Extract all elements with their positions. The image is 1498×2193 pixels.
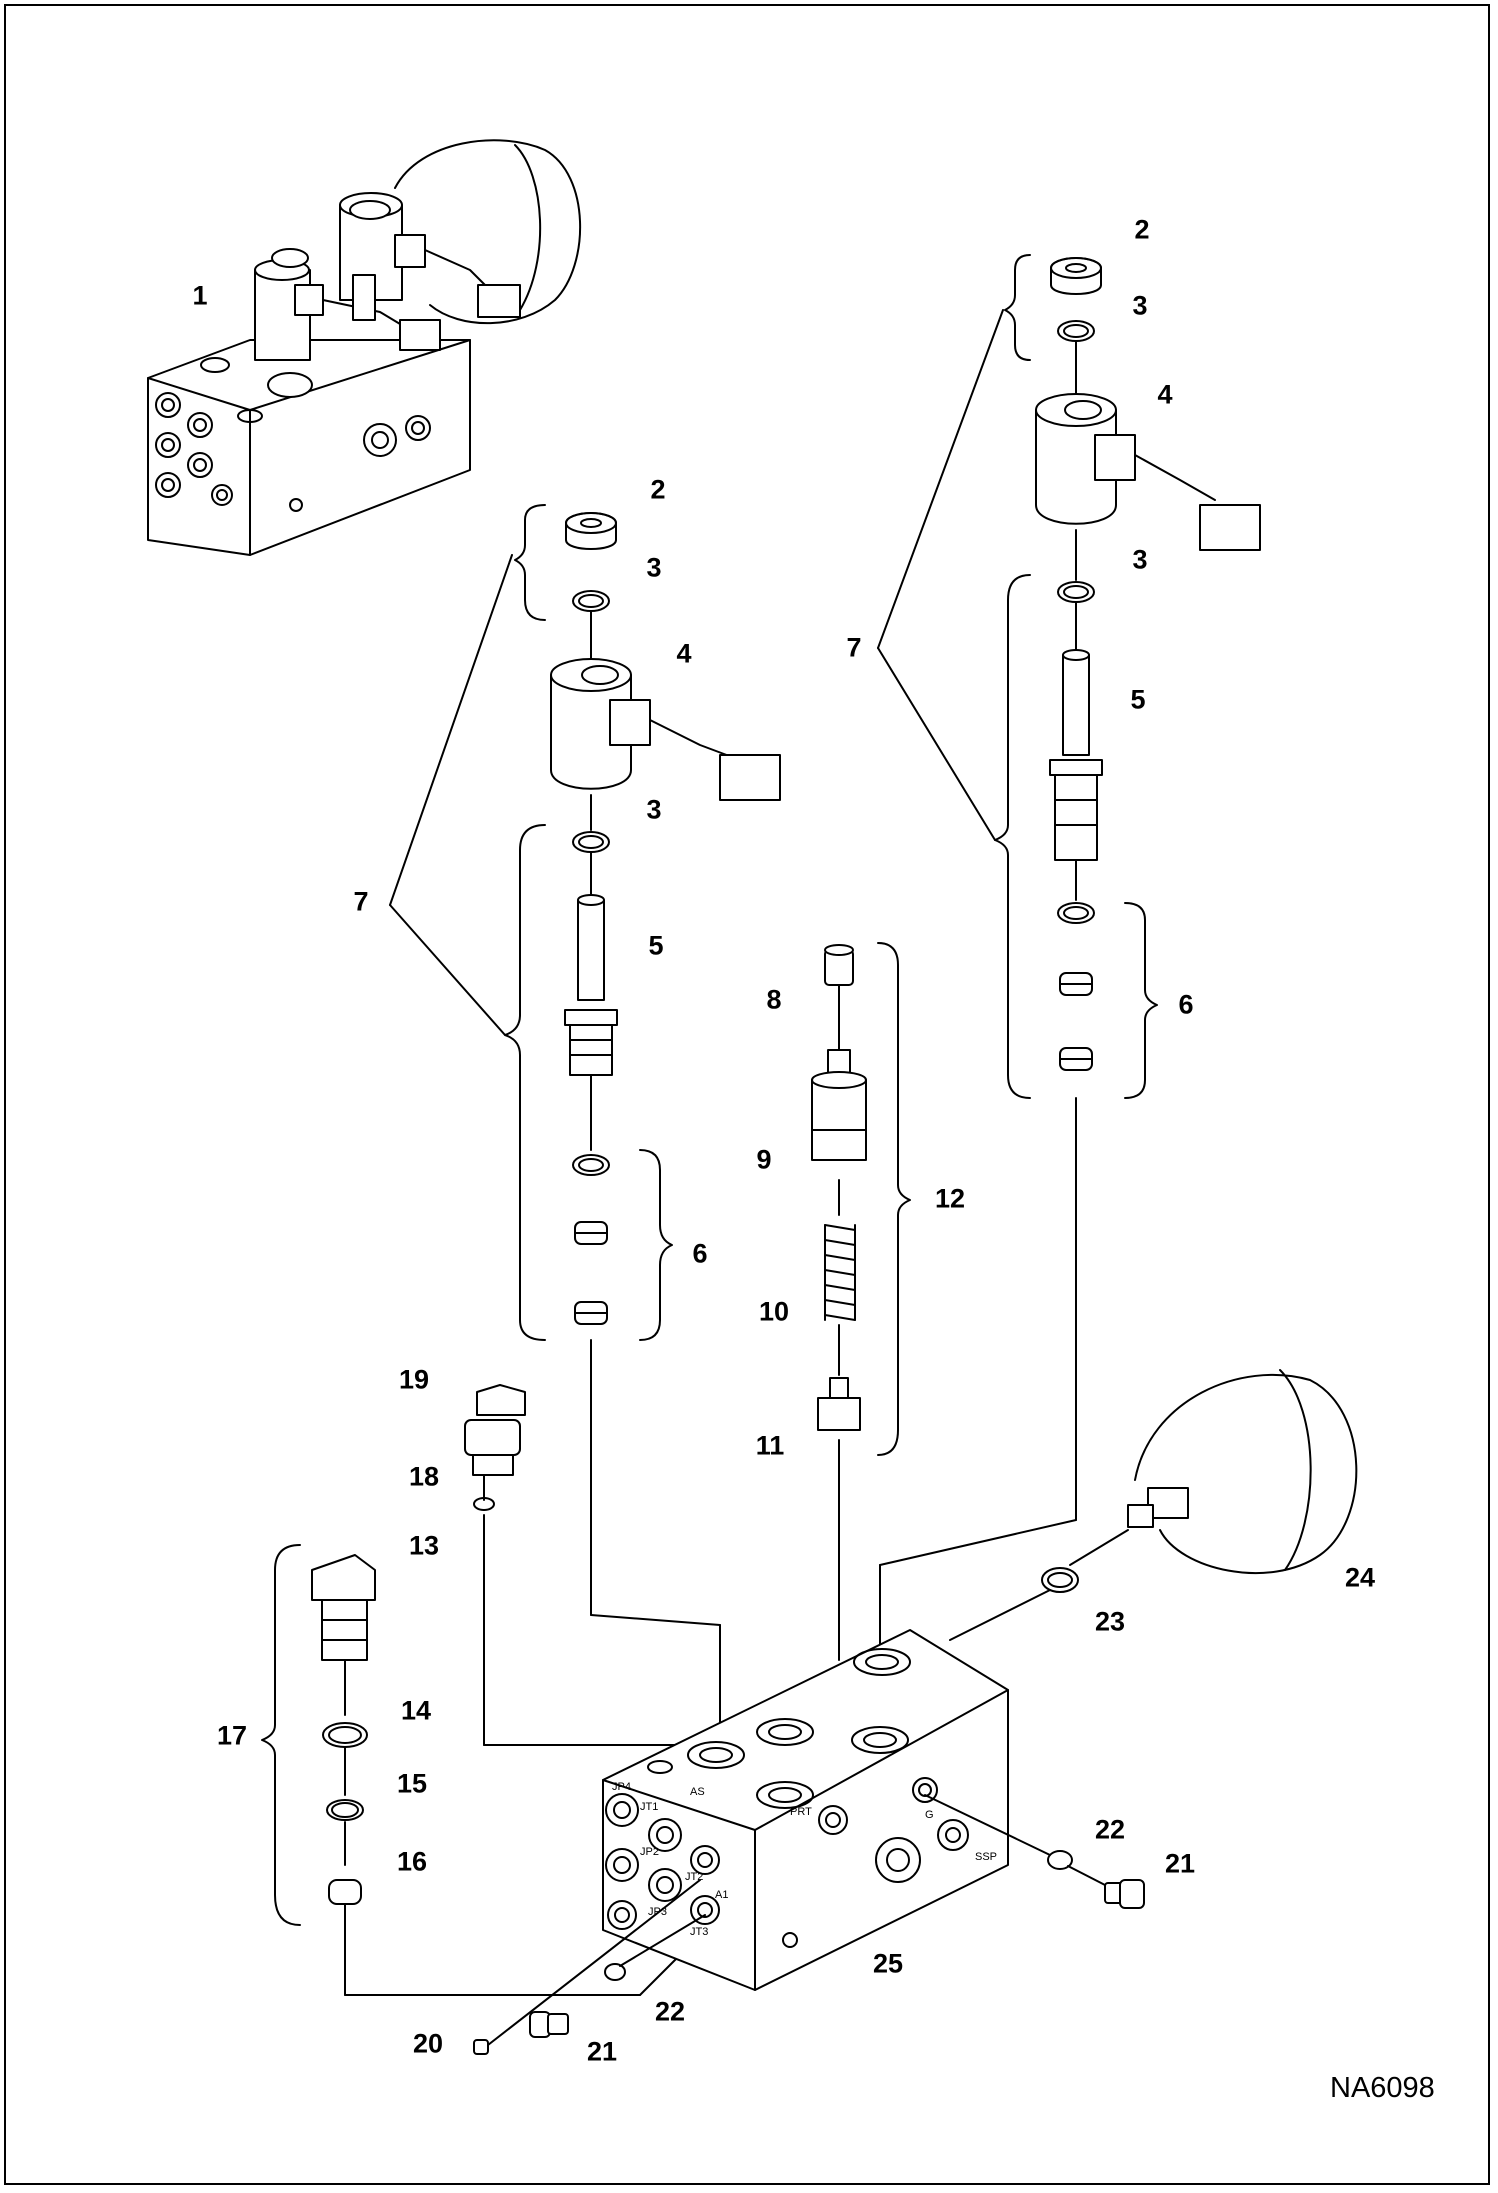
callout-17: 17 (216, 1720, 248, 1751)
plugs-and-orings (473, 1794, 1145, 2055)
callout-10: 10 (758, 1296, 790, 1327)
callout-7: 7 (353, 886, 369, 917)
svg-text:JP2: JP2 (640, 1846, 659, 1858)
callout-9: 9 (756, 1144, 772, 1175)
callout-2: 2 (1134, 214, 1150, 245)
callout-11: 11 (755, 1430, 785, 1461)
svg-text:JT3: JT3 (690, 1926, 708, 1938)
right-valve-stack (877, 254, 1261, 1661)
callout-2: 2 (650, 474, 666, 505)
callout-18: 18 (408, 1461, 440, 1492)
callout-20: 20 (412, 2028, 444, 2059)
callout-19: 19 (398, 1364, 430, 1395)
callout-22: 22 (654, 1996, 686, 2027)
callout-1: 1 (192, 280, 208, 311)
callout-25: 25 (872, 1948, 904, 1979)
callout-15: 15 (396, 1768, 428, 1799)
callout-23: 23 (1094, 1606, 1126, 1637)
svg-text:JP4: JP4 (612, 1781, 631, 1793)
callout-4: 4 (1157, 379, 1173, 410)
figure-id: NA6098 (1330, 2072, 1435, 2104)
diagram-frame (4, 4, 1490, 2185)
callout-21: 21 (1164, 1848, 1196, 1879)
callout-16: 16 (396, 1846, 428, 1877)
svg-text:JT2: JT2 (685, 1871, 703, 1883)
callout-5: 5 (1130, 684, 1146, 715)
callout-3: 3 (1132, 544, 1148, 575)
callout-12: 12 (934, 1183, 966, 1214)
callout-7: 7 (846, 632, 862, 663)
svg-text:PRT: PRT (790, 1806, 812, 1818)
callout-6: 6 (692, 1238, 708, 1269)
accumulator (949, 1369, 1358, 1641)
left-valve-stack (389, 504, 781, 1746)
svg-text:SSP: SSP (975, 1851, 997, 1863)
callout-24: 24 (1344, 1562, 1376, 1593)
svg-text:G: G (925, 1809, 934, 1821)
callout-21: 21 (586, 2036, 618, 2067)
callout-5: 5 (648, 930, 664, 961)
callout-6: 6 (1178, 989, 1194, 1020)
callout-22: 22 (1094, 1814, 1126, 1845)
callout-3: 3 (646, 794, 662, 825)
center-relief-stack (811, 942, 911, 1661)
callout-3: 3 (1132, 290, 1148, 321)
svg-text:A1: A1 (715, 1889, 728, 1901)
svg-text:AS: AS (690, 1786, 705, 1798)
callout-3: 3 (646, 552, 662, 583)
svg-text:JT1: JT1 (640, 1801, 658, 1813)
callout-14: 14 (400, 1695, 432, 1726)
callout-8: 8 (766, 984, 782, 1015)
callout-4: 4 (676, 638, 692, 669)
assembled-valve (147, 139, 581, 556)
callout-13: 13 (408, 1530, 440, 1561)
left-cartridge-stack (261, 1384, 721, 1996)
